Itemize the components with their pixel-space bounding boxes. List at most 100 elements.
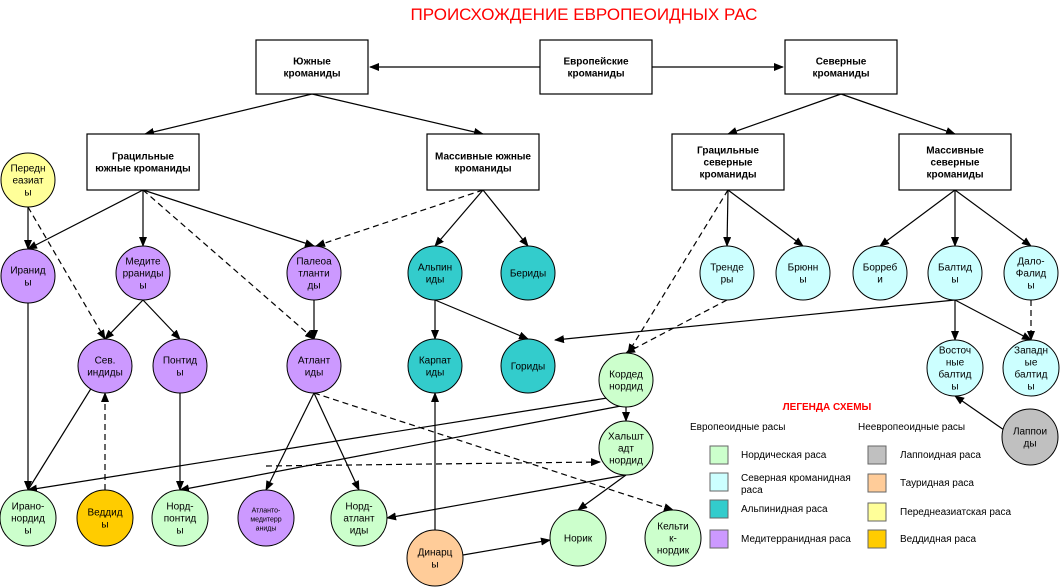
connector-line xyxy=(315,189,484,247)
circle-shape xyxy=(0,152,56,208)
legend-label: Тауридная раса xyxy=(900,478,974,489)
circle-shape xyxy=(500,245,556,301)
connector-line xyxy=(879,189,956,247)
node-label: Балтид xyxy=(938,263,972,274)
connector-line xyxy=(311,93,484,136)
node-label: Бериды xyxy=(510,269,546,280)
connector-line xyxy=(954,189,1032,247)
circle-shape xyxy=(549,509,607,567)
connector-line xyxy=(434,299,529,340)
node-label: к- xyxy=(669,534,677,545)
connector-line xyxy=(142,189,315,248)
circle-shape xyxy=(151,489,209,547)
node-label: и xyxy=(877,275,883,286)
circle-sev-indidy: Сев.индиды xyxy=(77,338,133,394)
node-label: Сев. xyxy=(95,356,116,367)
connector-line xyxy=(144,93,313,136)
node-label: ы xyxy=(24,278,31,289)
node-label: нордид xyxy=(609,382,643,393)
node-label: Борреб xyxy=(863,262,898,274)
node-label: Лаппои xyxy=(1013,427,1047,438)
legend-europeoid-header: Европеоидные расы xyxy=(690,422,785,433)
connector-line xyxy=(954,299,1032,341)
connector-line xyxy=(577,474,627,511)
node-label: кроманиды xyxy=(284,69,341,80)
node-label: Иранид xyxy=(10,266,45,277)
node-label: понтид xyxy=(164,514,197,525)
node-label: кроманиды xyxy=(455,164,512,175)
connector-line xyxy=(313,392,360,491)
diagram-title: ПРОИСХОЖДЕНИЕ ЕВРОПЕОИДНЫХ РАС xyxy=(411,5,758,24)
legend-label: Лаппоидная раса xyxy=(900,450,981,461)
node-label: балтид xyxy=(1015,369,1048,381)
node-label: ы xyxy=(799,275,806,286)
node-label: ы xyxy=(24,188,31,199)
node-label: ды xyxy=(307,281,320,292)
circle-shape xyxy=(644,509,702,567)
node-label: медитерр xyxy=(250,517,281,524)
connector-line xyxy=(142,299,181,340)
connector-line xyxy=(27,189,144,250)
node-label: Грацильные xyxy=(112,152,174,163)
legend-item: Лаппоидная раса xyxy=(867,445,981,465)
node-label: Атлант xyxy=(298,356,331,367)
node-label: ные xyxy=(946,358,965,369)
connector-line xyxy=(625,299,728,354)
circle-beridy: Бериды xyxy=(500,245,556,301)
circle-shape xyxy=(500,338,556,394)
node-label: Кельти xyxy=(657,522,688,533)
legend-item: Альпинидная раса xyxy=(709,499,828,519)
node-label: Понтид xyxy=(163,356,197,367)
circle-shape xyxy=(1003,245,1059,301)
node-label: ы xyxy=(951,275,958,286)
connector-line xyxy=(386,474,627,521)
node-label: Передн xyxy=(10,164,45,175)
circle-shape xyxy=(407,245,463,301)
connector-line xyxy=(179,404,627,493)
circle-shape xyxy=(286,245,342,301)
node-label: ы xyxy=(1027,281,1034,292)
connector-line xyxy=(723,189,732,247)
node-label: Дало- xyxy=(1017,257,1044,268)
node-label: ы xyxy=(139,281,146,292)
node-label: Динарц xyxy=(418,548,453,559)
circle-shape xyxy=(407,338,463,394)
node-label: кроманиды xyxy=(813,69,870,80)
node-label: северные xyxy=(704,158,753,169)
connector-line xyxy=(627,189,729,354)
node-label: ры xyxy=(721,275,734,286)
node-label: Гориды xyxy=(511,362,545,373)
connector-line xyxy=(840,93,956,135)
node-label: Фалид xyxy=(1016,269,1047,280)
node-label: Альпин xyxy=(418,263,452,274)
legend-label: Веддидная раса xyxy=(900,534,977,545)
circle-shape xyxy=(286,338,342,394)
node-label: Палеоа xyxy=(296,257,332,268)
node-label: нордид xyxy=(11,514,45,525)
circle-shape xyxy=(115,245,171,301)
node-label: Хальшт xyxy=(608,432,644,443)
node-label: Тренде xyxy=(710,263,744,274)
node-label: ые xyxy=(1025,358,1038,369)
connector-line xyxy=(954,395,1005,431)
circle-shape xyxy=(0,248,56,304)
box-rect xyxy=(784,39,898,95)
node-label: ы xyxy=(176,526,183,537)
legend-label: Медитерранидная раса xyxy=(741,534,851,545)
